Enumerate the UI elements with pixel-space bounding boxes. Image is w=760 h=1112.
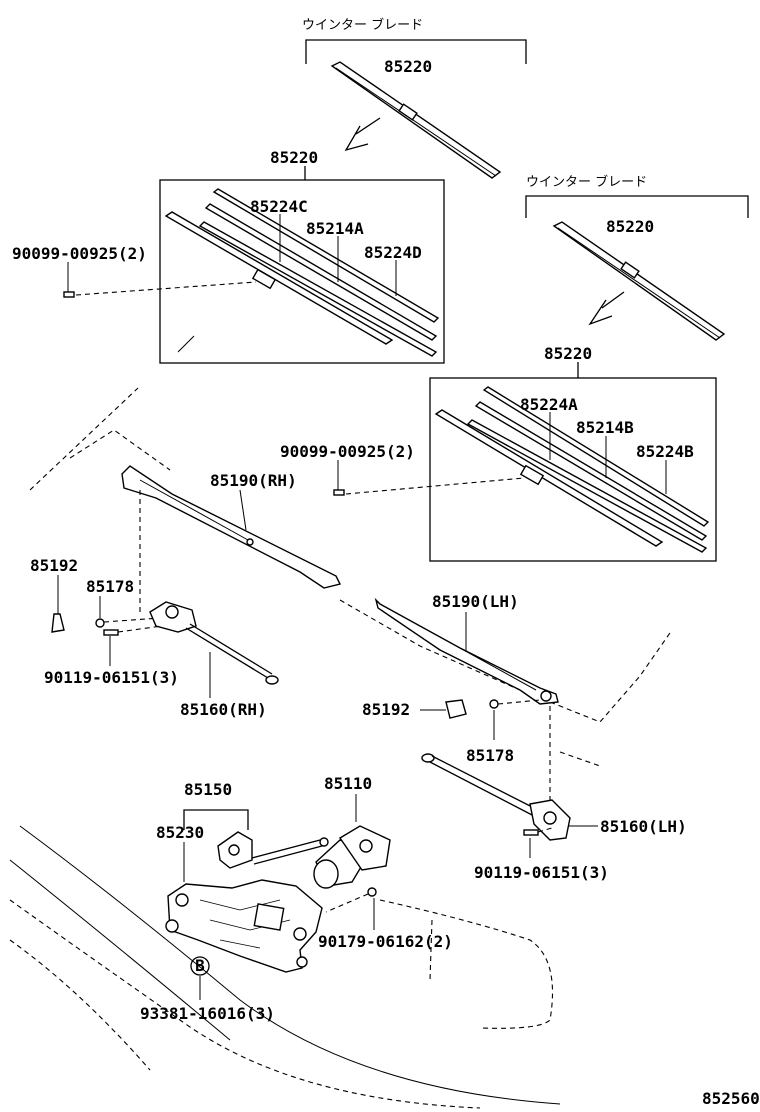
wiper-motor-85110[interactable] [313, 825, 391, 889]
part-85214A: 85214A [306, 219, 364, 238]
circle-marker-ring [190, 956, 210, 976]
bolt-90119-right[interactable] [523, 829, 539, 836]
part-85150: 85150 [184, 780, 232, 799]
bolt-90119-left[interactable] [103, 629, 119, 636]
nut-85178-right[interactable] [489, 699, 499, 709]
arrow-down-icon-left [344, 117, 381, 152]
part-85178-right: 85178 [466, 746, 514, 765]
arrow-down-icon-right [588, 291, 625, 326]
part-85220-upper: 85220 [270, 148, 318, 167]
blade-assembly-right[interactable] [434, 386, 710, 553]
screw-90099-right[interactable] [333, 489, 345, 496]
cowl-outline [9, 825, 561, 1109]
part-85224B: 85224B [636, 442, 694, 461]
winter-blade-left[interactable] [330, 61, 502, 179]
part-85224D: 85224D [364, 243, 422, 262]
part-85110: 85110 [324, 774, 372, 793]
cap-85192-left[interactable] [51, 613, 65, 633]
part-85224A: 85224A [520, 395, 578, 414]
winter-blade-right[interactable] [552, 221, 726, 341]
blade-assembly-left[interactable] [164, 188, 440, 357]
part-85192-left: 85192 [30, 556, 78, 575]
part-85192-right: 85192 [362, 700, 410, 719]
part-85160-lh: 85160(LH) [600, 817, 687, 836]
part-90119-left: 90119-06151(3) [44, 668, 179, 687]
part-85224C: 85224C [250, 197, 308, 216]
part-85178-left: 85178 [86, 577, 134, 596]
part-85190-rh: 85190(RH) [210, 471, 297, 490]
blade-box-left: 85220 85224C 85214A 85224D [159, 148, 445, 364]
winter-blade-group-right: ウインター ブレード 85220 [525, 174, 749, 341]
wiper-frame-85230[interactable] [165, 879, 323, 973]
wiper-pivot-rh[interactable] [149, 601, 279, 685]
circle-marker-b: B [195, 956, 205, 975]
part-90179: 90179-06162(2) [318, 932, 453, 951]
screw-90099-left[interactable] [63, 291, 75, 298]
wiper-arm-lh[interactable] [374, 597, 559, 705]
part-85230: 85230 [156, 823, 204, 842]
part-85190-lh: 85190(LH) [432, 592, 519, 611]
part-85220-right-top: 85220 [606, 217, 654, 236]
diagram-id: 852560 [702, 1089, 760, 1108]
part-85220-right: 85220 [544, 344, 592, 363]
cap-85192-right[interactable] [445, 699, 467, 719]
part-90099-left: 90099-00925(2) [12, 244, 147, 263]
wiper-pivot-lh[interactable] [421, 753, 571, 841]
nut-90179[interactable] [367, 887, 377, 897]
blade-box-right: 85220 85224A 85214B 85224B [429, 344, 717, 562]
windshield-outline [29, 387, 673, 767]
nut-85178-left[interactable] [95, 618, 105, 628]
part-90119-right: 90119-06151(3) [474, 863, 609, 882]
winter-blade-label-left: ウインター ブレード [302, 17, 423, 33]
winter-blade-label-right: ウインター ブレード [526, 174, 647, 190]
part-85160-rh: 85160(RH) [180, 700, 267, 719]
winter-blade-group-left: ウインター ブレード 85220 [302, 17, 527, 179]
part-93381: 93381-16016(3) [140, 1004, 275, 1023]
part-85214B: 85214B [576, 418, 634, 437]
part-85220-top: 85220 [384, 57, 432, 76]
part-90099-right: 90099-00925(2) [280, 442, 415, 461]
wiper-link-85150[interactable] [217, 831, 329, 869]
